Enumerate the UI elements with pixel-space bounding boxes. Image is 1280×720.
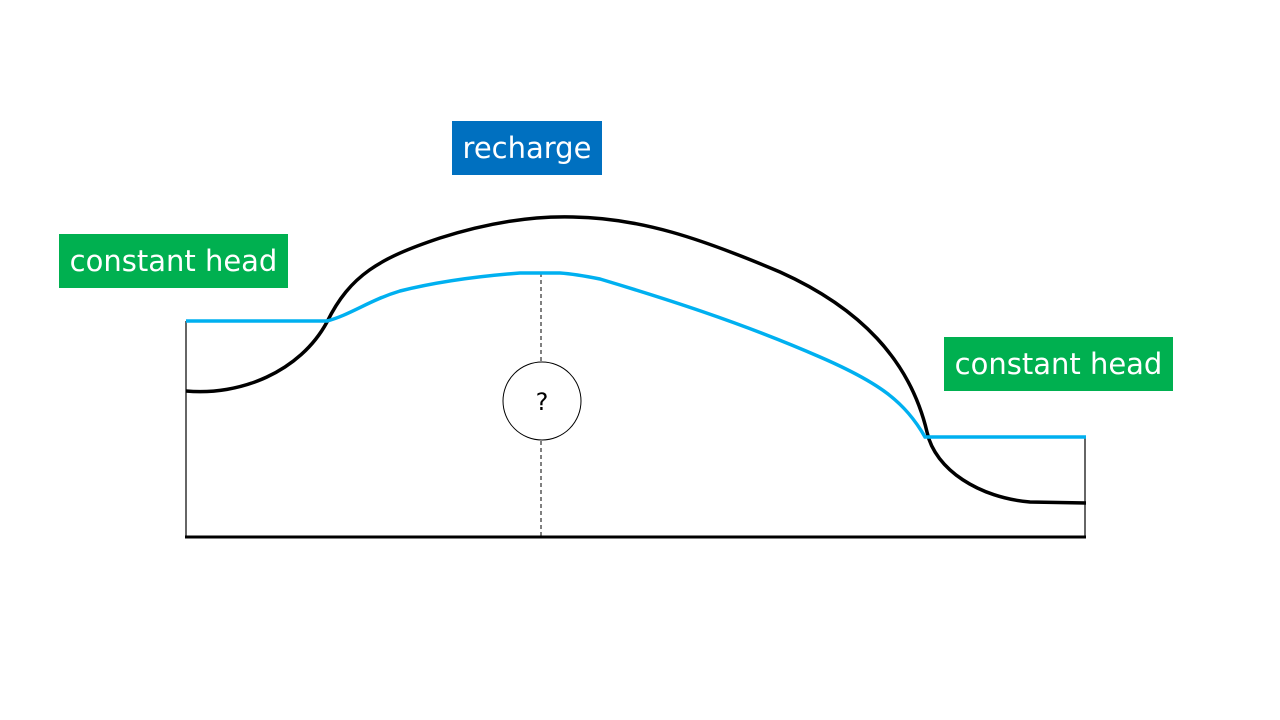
water-table-curve xyxy=(186,271,1086,439)
unknown-head-circle xyxy=(502,361,582,441)
constant-head-left-label: constant head xyxy=(59,234,288,288)
unknown-head-symbol: ? xyxy=(536,388,549,416)
recharge-label: recharge xyxy=(452,121,602,175)
constant-head-right-label: constant head xyxy=(944,337,1173,391)
